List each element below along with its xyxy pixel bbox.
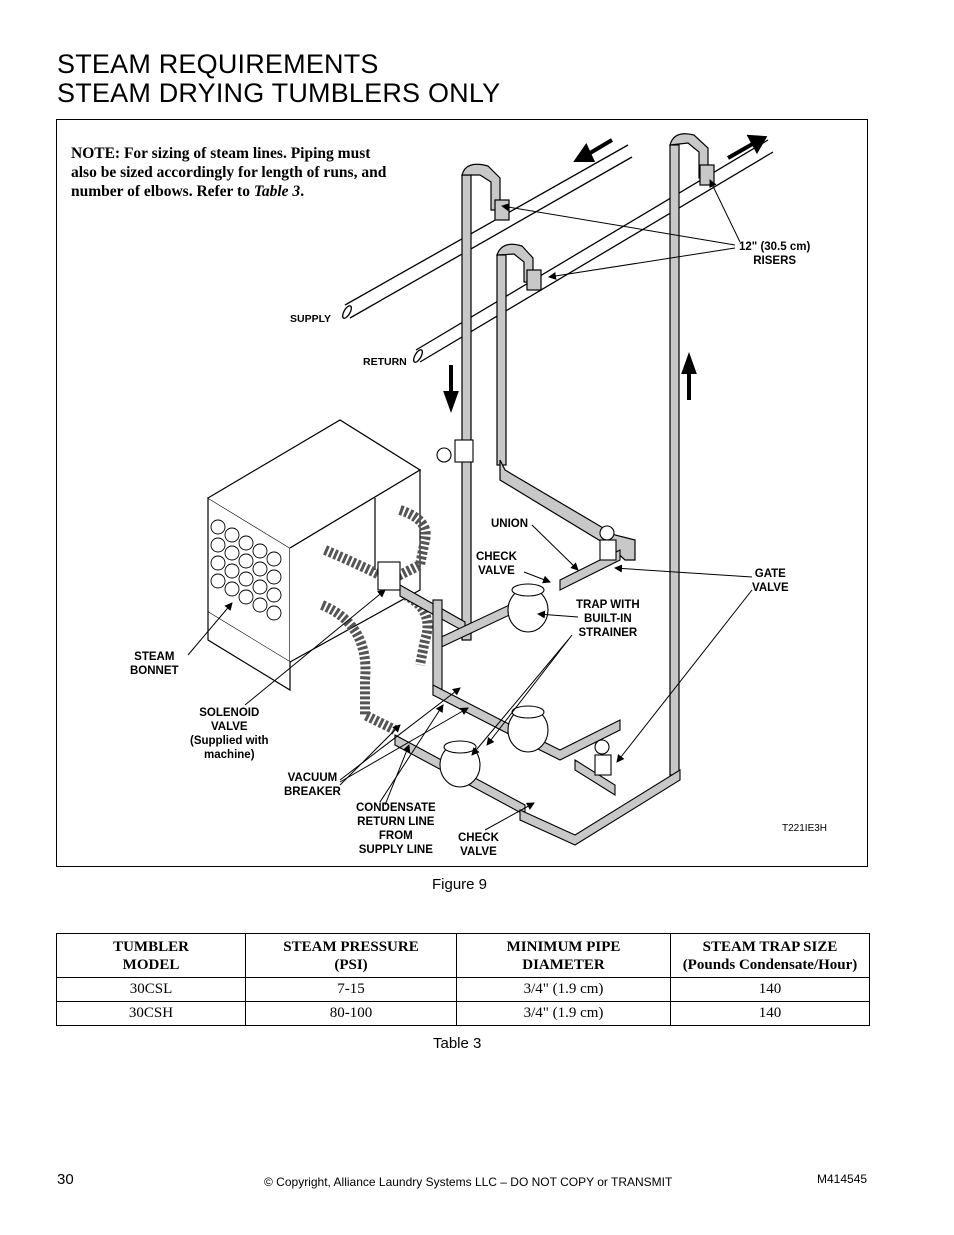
figure-note: NOTE: For sizing of steam lines. Piping … bbox=[71, 144, 391, 201]
note-text: NOTE: For sizing of steam lines. Piping … bbox=[71, 145, 387, 200]
label-condensate-line3: FROM bbox=[378, 830, 413, 842]
leader-lines bbox=[187, 179, 753, 831]
riser-return bbox=[496, 243, 636, 561]
label-return: RETURN bbox=[363, 356, 407, 368]
table-cell: 140 bbox=[670, 1001, 870, 1026]
copyright-notice: © Copyright, Alliance Laundry Systems LL… bbox=[264, 1175, 673, 1189]
label-condensate-return: CONDENSATE RETURN LINE FROM SUPPLY LINE bbox=[356, 801, 436, 857]
bonnet-grid bbox=[210, 519, 282, 621]
header-cell-text: DIAMETER bbox=[522, 956, 605, 973]
label-vacuum-breaker: VACUUM BREAKER bbox=[284, 771, 341, 799]
title-line-1: STEAM REQUIREMENTS bbox=[57, 49, 379, 79]
table-cell: 7-15 bbox=[245, 977, 457, 1002]
flow-arrows bbox=[443, 134, 768, 413]
table-row: 30CSH 80-100 3/4" (1.9 cm) 140 bbox=[56, 1001, 870, 1026]
table-cell: 3/4" (1.9 cm) bbox=[456, 977, 671, 1002]
header-cell-text: STEAM TRAP SIZE bbox=[702, 938, 838, 955]
label-risers-line1: 12" (30.5 cm) bbox=[739, 241, 811, 253]
steam-bonnet bbox=[207, 419, 422, 692]
label-check-valve-upper-line2: VALVE bbox=[478, 565, 515, 577]
table-row: 30CSL 7-15 3/4" (1.9 cm) 140 bbox=[56, 977, 870, 1002]
figure-frame bbox=[56, 119, 868, 867]
table-cell: 80-100 bbox=[245, 1001, 457, 1026]
label-vacuum-line2: BREAKER bbox=[284, 786, 341, 798]
label-steam-bonnet: STEAM BONNET bbox=[130, 650, 179, 678]
header-cell-text: TUMBLER bbox=[113, 938, 189, 955]
header-cell-text: (Pounds Condensate/Hour) bbox=[682, 956, 858, 973]
figure-code: T221IE3H bbox=[782, 823, 828, 834]
note-table-ref: Table 3 bbox=[253, 183, 301, 200]
label-check-valve-lower-line1: CHECK bbox=[458, 832, 499, 844]
lower-piping bbox=[394, 549, 681, 846]
riser-right bbox=[669, 133, 715, 776]
label-solenoid-line1: SOLENOID bbox=[199, 707, 260, 719]
label-check-valve-lower-line2: VALVE bbox=[460, 846, 497, 858]
label-steam-bonnet-line2: BONNET bbox=[130, 665, 179, 677]
table-header-row: TUMBLER MODEL STEAM PRESSURE (PSI) MINIM… bbox=[56, 933, 870, 978]
header-tumbler-model: TUMBLER MODEL bbox=[56, 933, 246, 978]
label-gate-valve: GATE VALVE bbox=[752, 567, 789, 595]
header-steam-pressure: STEAM PRESSURE (PSI) bbox=[245, 933, 457, 978]
label-steam-bonnet-line1: STEAM bbox=[134, 651, 175, 663]
table-cell: 3/4" (1.9 cm) bbox=[456, 1001, 671, 1026]
header-cell-text: (PSI) bbox=[334, 956, 368, 973]
label-gate-valve-line2: VALVE bbox=[752, 582, 789, 594]
page-number: 30 bbox=[57, 1171, 74, 1188]
label-condensate-line4: SUPPLY LINE bbox=[358, 844, 433, 856]
table-cell: 140 bbox=[670, 977, 870, 1002]
table-cell: 30CSL bbox=[56, 977, 246, 1002]
label-condensate-line2: RETURN LINE bbox=[357, 816, 435, 828]
label-gate-valve-line1: GATE bbox=[754, 568, 786, 580]
label-trap-line2: BUILT-IN bbox=[583, 613, 632, 625]
table-cell: 30CSH bbox=[56, 1001, 246, 1026]
label-check-valve-upper-line1: CHECK bbox=[476, 551, 517, 563]
valves bbox=[377, 439, 617, 788]
label-solenoid-line3: (Supplied with bbox=[190, 735, 269, 747]
note-period: . bbox=[300, 183, 305, 200]
label-trap-line1: TRAP WITH bbox=[576, 599, 640, 611]
header-cell-text: STEAM PRESSURE bbox=[283, 938, 419, 955]
label-trap: TRAP WITH BUILT-IN STRAINER bbox=[576, 598, 640, 640]
label-solenoid-valve: SOLENOID VALVE (Supplied with machine) bbox=[190, 706, 269, 762]
header-min-pipe: MINIMUM PIPE DIAMETER bbox=[456, 933, 671, 978]
page-title: STEAM REQUIREMENTS STEAM DRYING TUMBLERS… bbox=[57, 50, 500, 108]
header-trap-size: STEAM TRAP SIZE (Pounds Condensate/Hour) bbox=[670, 933, 870, 978]
figure-caption: Figure 9 bbox=[432, 876, 488, 893]
doc-number: M414545 bbox=[817, 1172, 868, 1186]
label-solenoid-line2: VALVE bbox=[210, 721, 248, 733]
table-caption: Table 3 bbox=[433, 1035, 482, 1052]
label-risers: 12" (30.5 cm) RISERS bbox=[739, 240, 810, 268]
label-vacuum-line1: VACUUM bbox=[287, 772, 338, 784]
label-supply: SUPPLY bbox=[290, 313, 332, 325]
supply-pipe bbox=[341, 144, 633, 319]
header-cell-text: MINIMUM PIPE bbox=[506, 938, 621, 955]
riser-left bbox=[461, 163, 510, 641]
label-condensate-line1: CONDENSATE bbox=[356, 802, 436, 814]
header-cell-text: MODEL bbox=[122, 956, 180, 973]
label-trap-line3: STRAINER bbox=[578, 627, 638, 639]
steam-spec-table: TUMBLER MODEL STEAM PRESSURE (PSI) MINIM… bbox=[56, 933, 870, 1026]
title-line-2: STEAM DRYING TUMBLERS ONLY bbox=[57, 78, 501, 108]
label-union: UNION bbox=[491, 518, 529, 530]
label-check-valve-upper: CHECK VALVE bbox=[476, 550, 517, 578]
label-check-valve-lower: CHECK VALVE bbox=[458, 831, 499, 859]
label-risers-line2: RISERS bbox=[753, 255, 797, 267]
label-solenoid-line4: machine) bbox=[204, 749, 255, 761]
